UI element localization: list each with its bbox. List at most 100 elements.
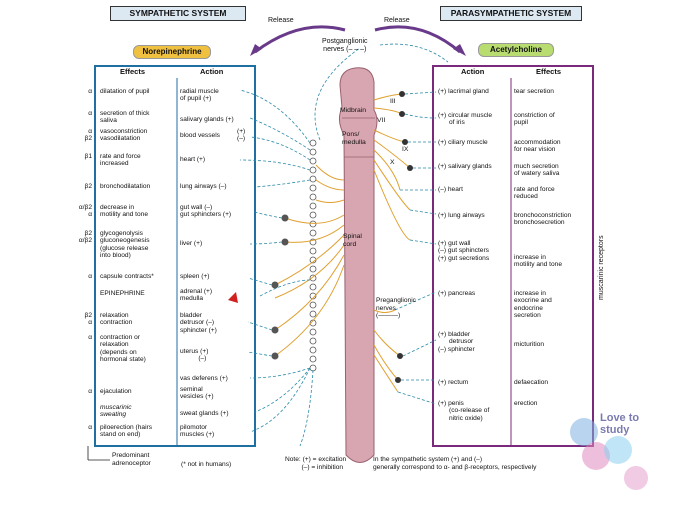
receptor: β2 — [84, 183, 92, 190]
cranial-nerve-iii: III — [390, 98, 396, 105]
parasympathetic-box — [432, 65, 594, 447]
effect: EPINEPHRINE — [100, 290, 145, 297]
effect: increase in motility and tone — [514, 254, 563, 269]
action: gut wall (–) gut sphincters (+) — [180, 204, 232, 219]
sympathetic-chain — [309, 139, 317, 372]
effect: capsule contracts* — [100, 273, 154, 280]
action: spleen (+) — [180, 273, 210, 280]
receptor: α β2 — [84, 128, 92, 143]
pons-label: Pons/ medulla — [342, 131, 366, 146]
effect: piloerection (hairs stand on end) — [100, 424, 153, 439]
effect: tear secretion — [514, 88, 554, 95]
action: salivary glands (+) — [180, 116, 234, 123]
effect: micturition — [514, 341, 545, 348]
postganglionic-label: Postganglionic nerves (– – –) — [322, 38, 368, 53]
sympathetic-preganglionic — [274, 164, 345, 357]
muscarinic-receptors-label: muscarinic receptors — [598, 235, 605, 300]
effect: bronchoconstriction bronchosecretion — [514, 212, 572, 227]
action: vas deferens (+) — [180, 375, 228, 382]
sympathetic-box — [94, 65, 256, 447]
effect: bronchodilatation — [100, 183, 151, 190]
release-arrow-left — [254, 25, 346, 54]
release-arrowhead-left — [250, 44, 262, 56]
parasympathetic-preganglionic — [373, 93, 411, 393]
action: (+) salivary glands — [438, 163, 492, 170]
action: (–) heart — [438, 186, 463, 193]
excitation-inhibition-note: Note: (+) = excitation (–) = inhibition — [285, 456, 347, 471]
effect: secretion of thick saliva — [100, 110, 150, 125]
receptor: α — [88, 88, 92, 95]
receptor: α — [88, 110, 92, 117]
sympathetic-title: SYMPATHETIC SYSTEM — [110, 6, 246, 21]
action: pilomotor muscles (+) — [180, 424, 215, 439]
receptor: α/β2 α — [78, 204, 92, 219]
effect: relaxation contraction — [100, 312, 133, 327]
action: (+) rectum — [438, 379, 469, 386]
spinal-cord-label: Spinal cord — [343, 233, 362, 248]
action: (+) ciliary muscle — [438, 139, 488, 146]
effect: decrease in motility and tone — [100, 204, 149, 219]
action: radial muscle of pupil (+) — [180, 88, 219, 103]
cranial-nerve-vii: VII — [377, 117, 386, 124]
right-effects-header: Effects — [536, 67, 562, 76]
receptor: β1 — [84, 153, 92, 160]
effect: erection — [514, 400, 538, 407]
left-action-header: Action — [200, 67, 224, 76]
acetylcholine-tag: Acetylcholine — [478, 43, 554, 57]
cranial-nerve-x: X — [390, 159, 395, 166]
effect: accommodation for near vision — [514, 139, 561, 154]
effect: rate and force reduced — [514, 186, 555, 201]
preganglionic-label: Preganglionic nerves (―――) — [376, 297, 416, 320]
effect: increase in exocrine and endocrine secre… — [514, 290, 552, 320]
effect: dilatation of pupil — [100, 88, 150, 95]
action: (+) lacrimal gland — [438, 88, 489, 95]
release-arrow-right — [374, 25, 461, 54]
spinal-cord — [338, 67, 378, 463]
action: (+) pancreas — [438, 290, 476, 297]
effect: vasoconstriction vasodilatation — [100, 128, 148, 143]
effect: defaecation — [514, 379, 549, 386]
predominant-adrenoceptor-legend: Predominant adrenoceptor — [112, 452, 151, 467]
sympathetic-ganglia — [271, 214, 289, 360]
release-right-label: Release — [384, 17, 410, 24]
blood-vessel-signs: (+) (–) — [237, 128, 246, 143]
action: (+) lung airways — [438, 212, 485, 219]
receptor: α — [88, 273, 92, 280]
action: seminal vesicles (+) — [180, 386, 214, 401]
receptor: α — [88, 388, 92, 395]
action: (+) gut wall (–) gut sphincters (+) gut … — [438, 240, 490, 262]
receptor: β2 α/β2 — [78, 230, 92, 245]
action: bladder detrusor (–) sphincter (+) — [180, 312, 217, 334]
sign-correspondence-note: In the sympathetic system (+) and (–) ge… — [373, 456, 537, 471]
receptor: α — [88, 424, 92, 431]
action: (+) circular muscle of iris — [438, 112, 493, 127]
action: uterus (+) (–) — [180, 348, 209, 363]
effect: rate and force increased — [100, 153, 141, 168]
love-to-study-watermark: Love to study — [566, 410, 666, 500]
action: heart (+) — [180, 156, 206, 163]
midbrain-label: Midbrain — [340, 107, 367, 114]
left-effects-header: Effects — [120, 67, 146, 76]
receptor: β2 α — [84, 312, 92, 327]
receptor: α — [88, 334, 92, 341]
parasympathetic-title: PARASYMPATHETIC SYSTEM — [440, 6, 582, 21]
effect: contraction or relaxation (depends on ho… — [100, 334, 146, 364]
action: sweat glands (+) — [180, 410, 229, 417]
action: (+) bladder detrusor (–) sphincter — [438, 331, 475, 353]
action: (+) penis (co-release of nitric oxide) — [438, 400, 490, 422]
effect: muscarinic sweating — [100, 404, 132, 419]
sympathetic-postganglionic — [239, 47, 361, 447]
action: liver (+) — [180, 240, 203, 247]
effect: constriction of pupil — [514, 112, 555, 127]
adrenal-triangle — [228, 292, 238, 303]
effect: glycogenolysis gluconeogenesis (glucose … — [100, 230, 150, 260]
norepinephrine-tag: Norepinephrine — [133, 45, 211, 59]
effect: ejaculation — [100, 388, 132, 395]
action: lung airways (–) — [180, 183, 227, 190]
parasympathetic-postganglionic — [379, 43, 449, 405]
watermark-text: Love to study — [600, 412, 640, 436]
parasympathetic-ganglia — [395, 91, 413, 383]
cranial-nerve-ix: IX — [402, 146, 409, 153]
right-action-header: Action — [461, 67, 485, 76]
